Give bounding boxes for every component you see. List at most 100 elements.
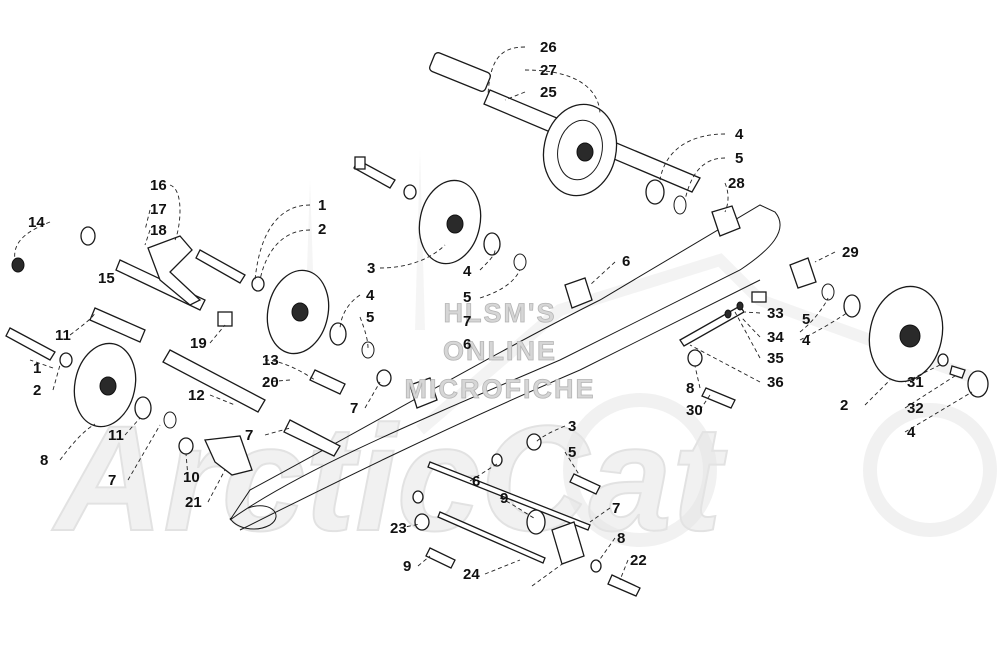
- callout-1[interactable]: 1: [33, 360, 41, 377]
- watermark-line-1: HLSM'S: [444, 298, 557, 328]
- axle-end-cap: [711, 205, 741, 237]
- callout-11[interactable]: 7: [245, 427, 253, 444]
- brand-logo-text: ArcticCat: [51, 394, 728, 562]
- nut: [11, 257, 25, 273]
- callout-6[interactable]: 6: [622, 253, 630, 270]
- callout-23[interactable]: 8: [617, 530, 625, 547]
- callout-18[interactable]: 18: [150, 222, 167, 239]
- callout-16[interactable]: 16: [150, 177, 167, 194]
- callout-5[interactable]: 7: [108, 472, 116, 489]
- watermark-line-3: MICROFICHE: [405, 374, 596, 404]
- callout-19[interactable]: 19: [190, 335, 207, 352]
- callout-4[interactable]: 11: [108, 427, 124, 444]
- callout-4[interactable]: 4: [802, 332, 811, 349]
- callout-33[interactable]: 33: [767, 305, 784, 322]
- callout-9[interactable]: 7: [612, 500, 620, 517]
- callout-14[interactable]: 14: [28, 214, 45, 231]
- washer: [80, 226, 96, 246]
- callout-7[interactable]: 8: [686, 380, 694, 397]
- callout-11[interactable]: 11: [55, 327, 71, 344]
- callout-26[interactable]: 26: [540, 39, 557, 56]
- callout-7[interactable]: 7: [350, 400, 358, 417]
- bolt: [425, 547, 456, 569]
- callout-34[interactable]: 34: [767, 329, 784, 346]
- nut: [687, 349, 703, 367]
- callout-8[interactable]: 30: [686, 402, 703, 419]
- shaft-sleeve: [428, 52, 492, 92]
- rear-idler-shaft-assembly: [428, 52, 741, 237]
- bolt: [569, 473, 601, 495]
- callout-7[interactable]: 3: [568, 418, 576, 435]
- callout-25[interactable]: 25: [540, 84, 557, 101]
- arm-bracket: [204, 435, 253, 476]
- bolt: [949, 365, 966, 379]
- callout-28[interactable]: 28: [728, 175, 745, 192]
- nut: [376, 369, 392, 387]
- callout-30[interactable]: 2: [840, 397, 848, 414]
- callout-5[interactable]: 5: [802, 311, 810, 328]
- bolt: [5, 327, 56, 361]
- bolt: [607, 574, 641, 597]
- callout-10[interactable]: 6: [472, 473, 480, 490]
- callout-6[interactable]: 6: [463, 336, 471, 353]
- nut: [414, 513, 430, 531]
- leader-lines: [14, 46, 973, 587]
- callout-20[interactable]: 20: [262, 374, 279, 391]
- callout-8[interactable]: 5: [568, 444, 576, 461]
- callout-1[interactable]: 1: [318, 197, 326, 214]
- callout-2[interactable]: 2: [33, 382, 41, 399]
- cross-shaft-2: [283, 419, 341, 457]
- nut: [526, 433, 542, 451]
- tube-sleeve: [89, 307, 146, 343]
- cross-shaft: [162, 349, 266, 413]
- callout-31[interactable]: 32: [907, 400, 924, 417]
- upper-idler-wheel-assembly: [353, 156, 593, 309]
- callout-29[interactable]: 29: [842, 244, 859, 261]
- callout-4[interactable]: 4: [735, 126, 744, 143]
- callout-9[interactable]: 24: [463, 566, 480, 583]
- callout-12[interactable]: 12: [188, 387, 205, 404]
- front-idler-wheel-assembly: [5, 327, 253, 476]
- callout-36[interactable]: 36: [767, 374, 784, 391]
- callout-21[interactable]: 9: [500, 490, 508, 507]
- callout-3[interactable]: 8: [40, 452, 48, 469]
- callout-5[interactable]: 5: [735, 150, 743, 167]
- part-callouts: 26 27 25 4 5 28 16 17 18 14 15 1 2 3 6 2…: [28, 39, 924, 583]
- callout-17[interactable]: 17: [150, 201, 167, 218]
- watermark-line-2: ONLINE: [443, 336, 557, 366]
- callout-7[interactable]: 7: [463, 313, 471, 330]
- bearing: [483, 232, 501, 256]
- bolt: [195, 249, 246, 284]
- callout-2[interactable]: 31: [907, 374, 924, 391]
- bolt: [701, 387, 736, 409]
- callout-24[interactable]: 22: [630, 552, 647, 569]
- callout-5[interactable]: 5: [366, 309, 374, 326]
- bearing: [843, 294, 861, 318]
- front-arm-assembly: [11, 226, 346, 457]
- spacer: [526, 509, 546, 535]
- callout-4[interactable]: 4: [463, 263, 472, 280]
- callout-5[interactable]: 5: [463, 289, 471, 306]
- callout-7[interactable]: 23: [390, 520, 407, 537]
- callout-8[interactable]: 9: [403, 558, 411, 575]
- bearing: [645, 179, 665, 205]
- callout-27[interactable]: 27: [540, 62, 557, 79]
- suspension-rail: [229, 204, 781, 531]
- arm-bracket: [147, 235, 202, 306]
- callout-35[interactable]: 35: [767, 350, 784, 367]
- adjuster-block: [751, 291, 767, 303]
- nut: [178, 437, 194, 455]
- pivot-block: [789, 257, 817, 289]
- site-watermark: HLSM'S ONLINE MICROFICHE: [404, 298, 596, 405]
- snap-ring: [673, 195, 687, 215]
- callout-2[interactable]: 2: [318, 221, 326, 238]
- adjuster-bolt: [679, 305, 745, 347]
- callout-32[interactable]: 4: [907, 424, 916, 441]
- callout-13[interactable]: 13: [262, 352, 279, 369]
- callout-6[interactable]: 21: [185, 494, 202, 511]
- callout-15[interactable]: 15: [98, 270, 115, 287]
- callout-4[interactable]: 4: [366, 287, 375, 304]
- callout-3[interactable]: 3: [367, 260, 375, 277]
- callout-7[interactable]: 10: [183, 469, 200, 486]
